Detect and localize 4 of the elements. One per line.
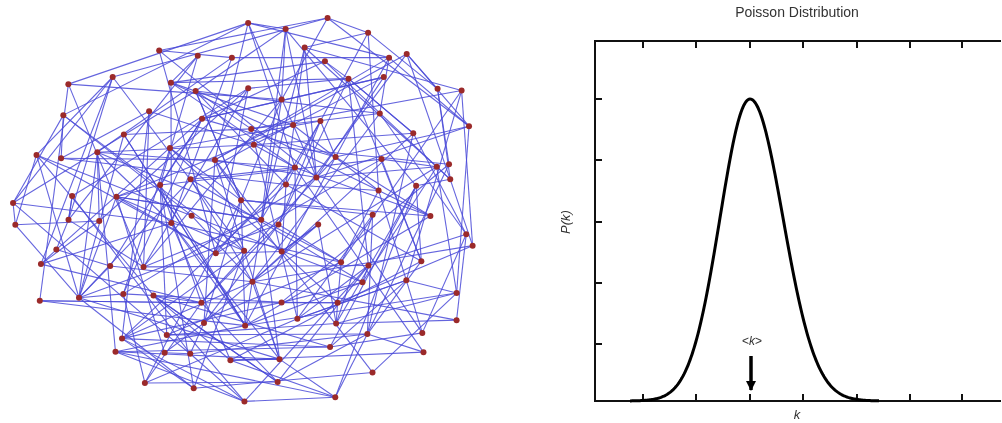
chart-title: Poisson Distribution [735,5,859,19]
mean-label: <k> [742,335,762,347]
axis-title: k [793,407,801,421]
axis-title: P(k) [558,210,572,234]
